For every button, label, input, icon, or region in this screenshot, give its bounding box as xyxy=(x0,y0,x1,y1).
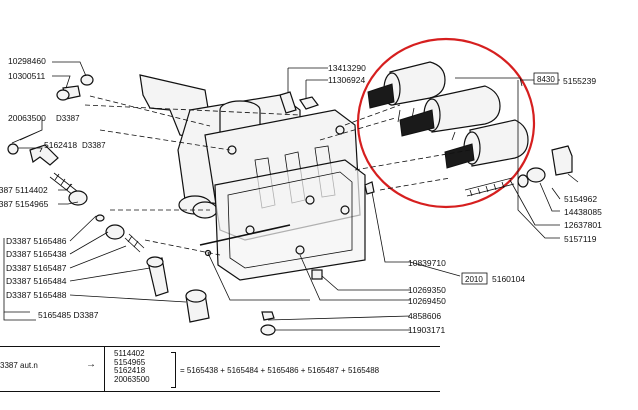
ref-2010: 2010 xyxy=(465,275,483,284)
callout-12637801: 12637801 xyxy=(564,220,602,230)
superseded-part: 5154965 xyxy=(114,357,146,367)
equivalent-parts: = 5165438 + 5165484 + 5165486 + 5165487 … xyxy=(180,366,380,375)
callout-5165484: D3387 5165484 xyxy=(6,276,67,286)
callout-11903171: 11903171 xyxy=(408,325,445,335)
callout-d3387-b: D3387 xyxy=(82,141,106,150)
equivalence-table: 3387 aut.n → 5114402 5154965 5162418 200… xyxy=(0,346,440,392)
callout-5160104: 5160104 xyxy=(492,274,525,284)
callout-5165488: D3387 5165488 xyxy=(6,290,67,300)
callout-5165487: D3387 5165487 xyxy=(6,263,67,273)
callout-5165486: D3387 5165486 xyxy=(6,236,67,246)
top-screw-drawing xyxy=(279,91,319,114)
solenoid-valves-drawing xyxy=(356,37,536,209)
callout-14438085: 14438085 xyxy=(564,207,602,217)
table-divider xyxy=(104,347,105,391)
brace-bracket xyxy=(171,352,176,388)
leader-lines xyxy=(3,61,579,331)
callout-20063500: 20063500 xyxy=(8,113,46,123)
callout-11306924: 11306924 xyxy=(328,75,365,85)
callout-10269350: 10269350 xyxy=(408,285,446,295)
superseded-part: 20063500 xyxy=(114,374,150,384)
callout-5154965: 3387 5154965 xyxy=(0,199,49,209)
superseded-parts-list: 5114402 5154965 5162418 20063500 xyxy=(114,349,150,384)
callout-5165485: 5165485 D3387 xyxy=(38,310,99,320)
left-parts-drawing xyxy=(7,74,210,323)
arrow-icon: → xyxy=(86,359,96,370)
ref-box-2010 xyxy=(461,272,488,285)
callout-4858606: 4858606 xyxy=(408,311,441,321)
ref-8430: 8430 xyxy=(537,75,555,84)
superseded-part: 5114402 xyxy=(114,349,145,358)
callout-5162418: 5162418 xyxy=(44,140,77,150)
callout-13413290: 13413290 xyxy=(328,63,366,73)
ref-box-8430 xyxy=(533,72,559,85)
callout-5154962: 5154962 xyxy=(564,194,597,204)
callout-10298460: 10298460 xyxy=(8,56,46,66)
model-label: 3387 aut.n xyxy=(0,361,38,370)
callout-10269450: 10269450 xyxy=(408,296,446,306)
callout-5114402: 3387 5114402 xyxy=(0,185,48,195)
valve-body-drawing xyxy=(139,74,375,336)
highlight-circle xyxy=(356,37,536,209)
callout-10839710: 10839710 xyxy=(408,258,446,268)
callout-10300511: 10300511 xyxy=(8,71,45,81)
callout-d3387-a: D3387 xyxy=(56,114,80,123)
callout-5157119: 5157119 xyxy=(564,234,597,244)
callout-5155239: 5155239 xyxy=(563,76,596,86)
fittings-drawing xyxy=(464,145,573,197)
callout-5165438: D3387 5165438 xyxy=(6,249,67,259)
superseded-part: 5162418 xyxy=(114,366,146,375)
